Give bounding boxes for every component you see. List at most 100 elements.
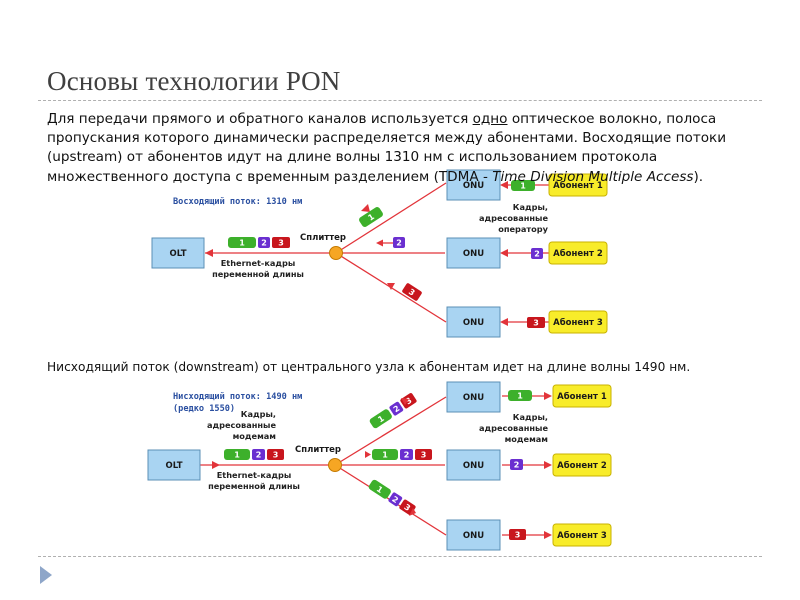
frames-label-line-3: оператору xyxy=(498,224,548,234)
subscriber-label-1: Абонент 1 xyxy=(553,180,603,191)
branch-packet-2 xyxy=(393,237,405,248)
branch-2-packet-1-label: 1 xyxy=(382,451,388,460)
branch-2-packet-2 xyxy=(400,449,413,460)
subscriber-label-3: Абонент 3 xyxy=(553,317,603,328)
onu-box-2 xyxy=(446,237,501,269)
title-divider xyxy=(38,100,762,101)
sub-packet-2-label: 2 xyxy=(514,461,520,470)
frames-right-line-1: Кадры, xyxy=(513,412,548,422)
branch-arrow-1 xyxy=(361,204,370,212)
trunk-packet-3 xyxy=(267,449,284,460)
subscriber-box-3 xyxy=(548,310,608,334)
trunk-packet-1 xyxy=(224,449,250,460)
trunk-packet-2 xyxy=(252,449,265,460)
onu-label-2: ONU xyxy=(463,249,484,259)
branch-2-packet-2-label: 2 xyxy=(404,451,410,460)
svg-text:3: 3 xyxy=(402,502,412,513)
downstream-stream-label-2: (редко 1550) xyxy=(173,404,235,414)
trunk-arrow xyxy=(212,461,220,469)
olt-packet-2-label: 2 xyxy=(261,239,267,248)
splitter-label: Сплиттер xyxy=(295,445,341,455)
downstream-paragraph: Нисходящий поток (downstream) от централ… xyxy=(47,360,691,374)
sub-packet-2 xyxy=(531,248,543,259)
ethernet-label-line-1: Ethernet-кадры xyxy=(221,258,296,268)
sub-packet-1-label: 1 xyxy=(517,392,523,401)
onu-box-1 xyxy=(446,381,501,413)
onu-label-1: ONU xyxy=(463,393,484,403)
svg-text:1: 1 xyxy=(366,212,376,223)
p1-text-c: ). xyxy=(693,168,704,185)
frames-right-line-2: адресованные xyxy=(479,423,548,433)
trunk-packet-2-label: 2 xyxy=(256,451,262,460)
branch-fiber-1 xyxy=(334,396,447,466)
svg-text:2: 2 xyxy=(392,404,402,415)
ethernet-label-line-2: переменной длины xyxy=(212,269,304,279)
branch-2-packet-3-label: 3 xyxy=(421,451,427,460)
sub-packet-3-label: 3 xyxy=(515,531,521,540)
p1-text-b: оптическое волокно, полоса пропускания к… xyxy=(47,111,727,185)
branch-1-arrow xyxy=(401,398,409,405)
sub-arrow-3 xyxy=(500,318,508,326)
splitter-node xyxy=(329,246,343,260)
sub-packet-2 xyxy=(510,459,523,470)
sub-arrow-2 xyxy=(544,461,552,469)
upstream-diagram: Восходящий поток: 1310 нм OLT Сплиттер O… xyxy=(151,169,608,338)
olt-label: OLT xyxy=(165,461,182,471)
frames-right-line-3: модемам xyxy=(505,434,548,444)
subscriber-label-1: Абонент 1 xyxy=(557,391,607,402)
onu-box-3 xyxy=(446,519,501,551)
footer-divider xyxy=(38,556,762,557)
splitter-node xyxy=(328,458,342,472)
subscriber-label-3: Абонент 3 xyxy=(557,530,607,541)
branch-2-packet-1 xyxy=(372,449,398,460)
svg-text:2: 2 xyxy=(390,494,400,505)
branch-3-arrow xyxy=(409,508,416,516)
sub-packet-1 xyxy=(508,390,532,401)
subscriber-box-1 xyxy=(548,173,608,197)
branch-fiber-1 xyxy=(335,182,447,254)
branch-arrow-3 xyxy=(387,283,395,290)
sub-packet-2-label: 2 xyxy=(534,250,540,259)
branch-3-packets: 1 2 3 xyxy=(368,479,416,515)
sub-arrow-3 xyxy=(544,531,552,539)
svg-text:1: 1 xyxy=(375,484,385,495)
onu-label-2: ONU xyxy=(463,461,484,471)
branch-packet-2-label: 2 xyxy=(396,239,402,248)
downstream-diagram: Нисходящий поток: 1490 нм (редко 1550) O… xyxy=(147,381,612,551)
svg-text:3: 3 xyxy=(407,287,417,298)
p1-text-a: Для передачи прямого и обратного каналов… xyxy=(47,111,473,127)
sub-arrow-1 xyxy=(544,392,552,400)
olt-box xyxy=(147,449,201,481)
onu-label-3: ONU xyxy=(463,531,484,541)
subscriber-label-2: Абонент 2 xyxy=(557,460,607,471)
frames-left-line-1: Кадры, xyxy=(241,409,276,419)
upstream-stream-label: Восходящий поток: 1310 нм xyxy=(173,197,302,207)
sub-packet-1 xyxy=(511,180,535,191)
sub-packet-1-label: 1 xyxy=(520,182,526,191)
olt-packet-2 xyxy=(258,237,270,248)
sub-packet-3 xyxy=(509,529,526,540)
olt-packet-1 xyxy=(228,237,256,248)
next-slide-arrow-icon[interactable] xyxy=(40,566,52,584)
frames-left-line-2: адресованные xyxy=(207,420,276,430)
sub-packet-3-label: 3 xyxy=(533,319,539,328)
onu-label-3: ONU xyxy=(463,318,484,328)
branch-1-packets: 1 2 3 xyxy=(369,393,417,429)
trunk-packet-1-label: 1 xyxy=(234,451,240,460)
subscriber-box-1 xyxy=(552,384,612,408)
subscriber-box-3 xyxy=(552,523,612,547)
onu-label-1: ONU xyxy=(463,181,484,191)
splitter-label: Сплиттер xyxy=(300,233,346,243)
svg-text:3: 3 xyxy=(404,396,414,407)
branch-packet-1: 1 xyxy=(359,207,383,227)
onu-box-1 xyxy=(446,169,501,201)
branch-2-arrow xyxy=(365,451,371,458)
subscriber-box-2 xyxy=(548,241,608,265)
frames-label-line-1: Кадры, xyxy=(513,202,548,212)
upstream-arrow-olt xyxy=(205,249,213,257)
p1-underlined: одно xyxy=(472,111,508,127)
ethernet-label-line-2: переменной длины xyxy=(208,481,300,491)
olt-box xyxy=(151,237,205,269)
slide-title: Основы технологии PON xyxy=(47,66,341,96)
trunk-packet-3-label: 3 xyxy=(273,451,279,460)
